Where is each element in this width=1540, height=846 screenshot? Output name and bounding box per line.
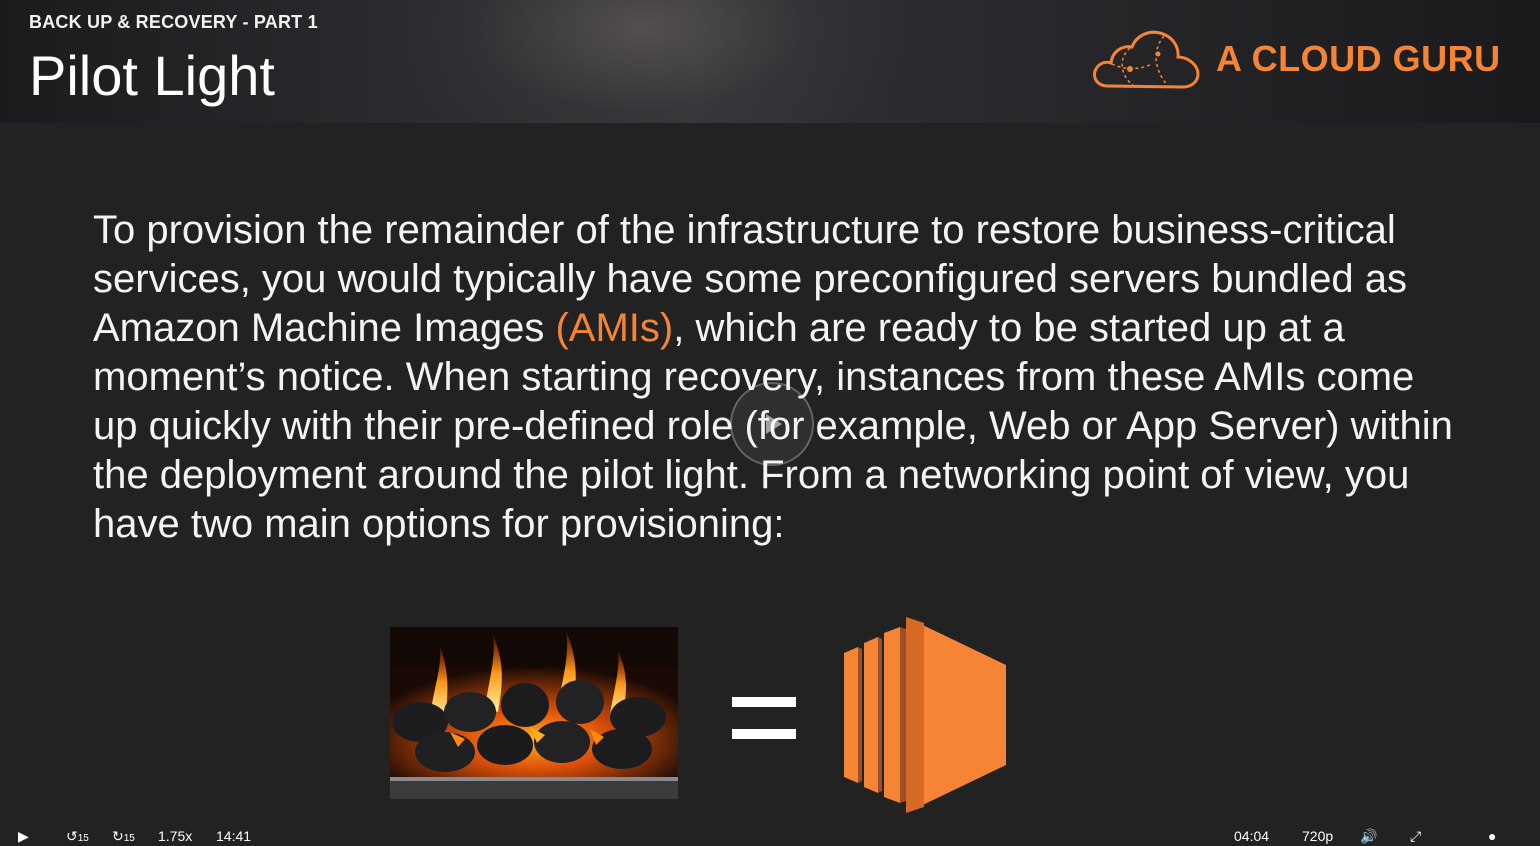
slide-header: BACK UP & RECOVERY - PART 1 Pilot Light … [0, 0, 1540, 123]
slide-body-text: To provision the remainder of the infras… [93, 206, 1453, 549]
forward-button[interactable]: ↻15 [112, 829, 135, 846]
settings-icon[interactable]: ● [1488, 828, 1497, 844]
forward-seconds: 15 [123, 833, 135, 844]
amis-highlight: (AMIs) [555, 306, 674, 350]
quality-button[interactable]: 720p [1302, 828, 1334, 844]
body-text-part-1: To provision the remainder of the infras… [93, 208, 1408, 350]
rewind-icon: ↺ [66, 828, 78, 844]
cloud-logo-icon [1093, 30, 1200, 89]
fireplace-pilot-light-image [390, 627, 678, 799]
playback-speed-button[interactable]: 1.75x [158, 828, 193, 844]
presenter-video-overlay [380, 0, 900, 123]
slide-subtitle: BACK UP & RECOVERY - PART 1 [29, 12, 318, 32]
play-overlay-button[interactable] [730, 382, 814, 466]
play-pause-button[interactable]: ▶ [18, 828, 29, 844]
elapsed-time: 14:41 [216, 828, 252, 844]
rewind-seconds: 15 [77, 833, 89, 844]
rewind-button[interactable]: ↺15 [66, 829, 89, 846]
logo-text: A CLOUD GURU [1216, 38, 1501, 79]
a-cloud-guru-logo: A CLOUD GURU [1090, 24, 1510, 94]
fullscreen-icon[interactable]: ⤢ [1410, 828, 1422, 844]
remaining-time: 04:04 [1234, 828, 1270, 844]
volume-icon[interactable]: 🔊 [1360, 828, 1378, 844]
play-icon [766, 414, 782, 434]
forward-icon: ↻ [112, 828, 124, 844]
equals-icon [732, 697, 796, 739]
video-player-controls: ▶ ↺15 ↻15 1.75x 14:41 04:04 720p 🔊 ⤢ ● [0, 823, 1540, 844]
slide-title: Pilot Light [29, 44, 275, 107]
ec2-icon [842, 617, 1008, 813]
